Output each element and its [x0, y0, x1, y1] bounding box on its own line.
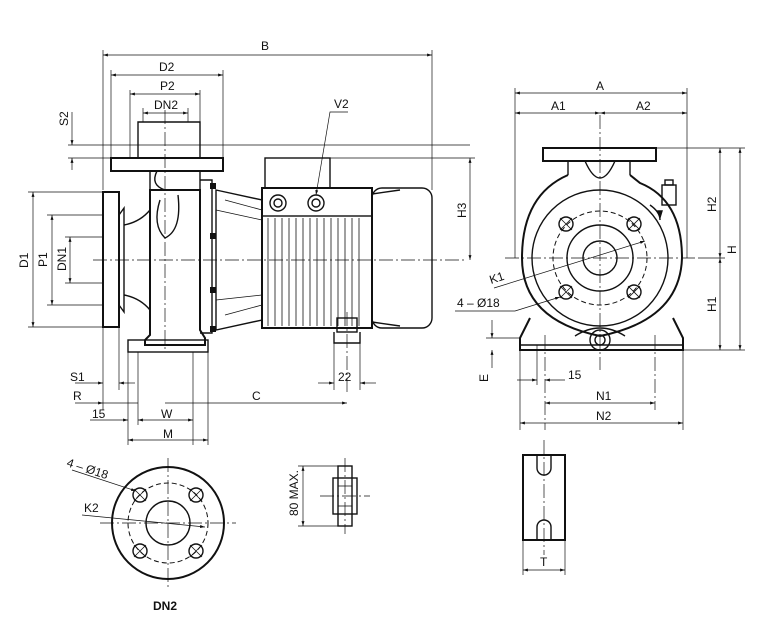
- label-P2: P2: [160, 79, 175, 93]
- label-H2: H2: [705, 196, 719, 212]
- label-E: E: [477, 374, 491, 382]
- label-15-left: 15: [92, 407, 106, 421]
- label-S2: S2: [57, 111, 71, 126]
- label-B: B: [261, 39, 269, 53]
- label-H: H: [725, 245, 739, 254]
- label-M: M: [163, 427, 173, 441]
- discharge-flange: [110, 121, 224, 191]
- front-view: [505, 115, 700, 430]
- label-A: A: [596, 79, 604, 93]
- flange-bolt-hole-icon: [132, 543, 148, 559]
- side-view-dimensions: [28, 50, 475, 445]
- label-K1: K1: [488, 269, 507, 287]
- motor-cooling-fins: [267, 218, 360, 326]
- label-15-right: 15: [568, 368, 582, 382]
- flange-detail: [71, 458, 236, 590]
- label-C: C: [252, 389, 261, 403]
- label-R: R: [73, 389, 82, 403]
- label-W: W: [161, 407, 173, 421]
- label-DN2-top: DN2: [154, 98, 178, 112]
- label-S1: S1: [70, 370, 85, 384]
- label-holes-flange: 4 – Ø18: [65, 456, 110, 483]
- label-80-max: 80 MAX.: [287, 470, 301, 516]
- label-H3: H3: [455, 202, 469, 218]
- cable-gland-right-icon: [307, 194, 325, 212]
- bolt-hole-icon: [558, 284, 574, 300]
- flange-bolt-hole-icon: [188, 487, 204, 503]
- label-T: T: [540, 555, 548, 569]
- label-DN2-bottom: DN2: [153, 599, 177, 613]
- label-K2: K2: [84, 501, 99, 515]
- label-N2: N2: [596, 409, 612, 423]
- side-view: [93, 110, 465, 395]
- label-D2: D2: [159, 60, 175, 74]
- label-P1: P1: [36, 252, 50, 267]
- label-DN1: DN1: [55, 247, 69, 271]
- bolt-hole-icon: [626, 216, 642, 232]
- pump-casing: [127, 179, 216, 353]
- foot-slot-detail: [522, 440, 566, 575]
- front-view-dimensions: [455, 88, 745, 430]
- suction-flange: [102, 191, 151, 328]
- label-N1: N1: [596, 389, 612, 403]
- flange-bolt-hole-icon: [188, 543, 204, 559]
- clamp-detail: [298, 458, 370, 534]
- label-holes-front: 4 – Ø18: [457, 296, 500, 310]
- cable-gland-left-icon: [269, 194, 287, 212]
- label-H1: H1: [705, 296, 719, 312]
- flange-bolt-hole-icon: [132, 487, 148, 503]
- bolt-hole-icon: [558, 216, 574, 232]
- label-D1: D1: [17, 252, 31, 268]
- label-A1: A1: [551, 99, 566, 113]
- label-V2: V2: [334, 97, 349, 111]
- label-A2: A2: [636, 99, 651, 113]
- bolt-hole-icon: [626, 284, 642, 300]
- label-22: 22: [338, 370, 352, 384]
